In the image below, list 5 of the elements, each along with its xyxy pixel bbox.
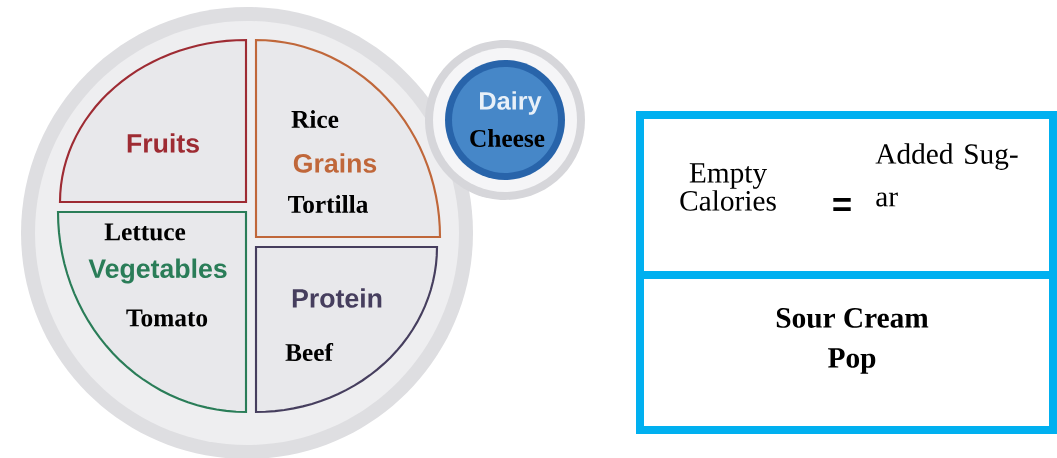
grains-section: Rice Grains Tortilla xyxy=(254,38,442,239)
table-cell: Empty Calories = Added Sug- ar xyxy=(636,111,1057,279)
fruits-section: Fruits xyxy=(58,38,248,204)
protein-section: Protein Beef xyxy=(254,245,439,414)
vegetables-section: Lettuce Vegetables Tomato xyxy=(56,210,248,414)
